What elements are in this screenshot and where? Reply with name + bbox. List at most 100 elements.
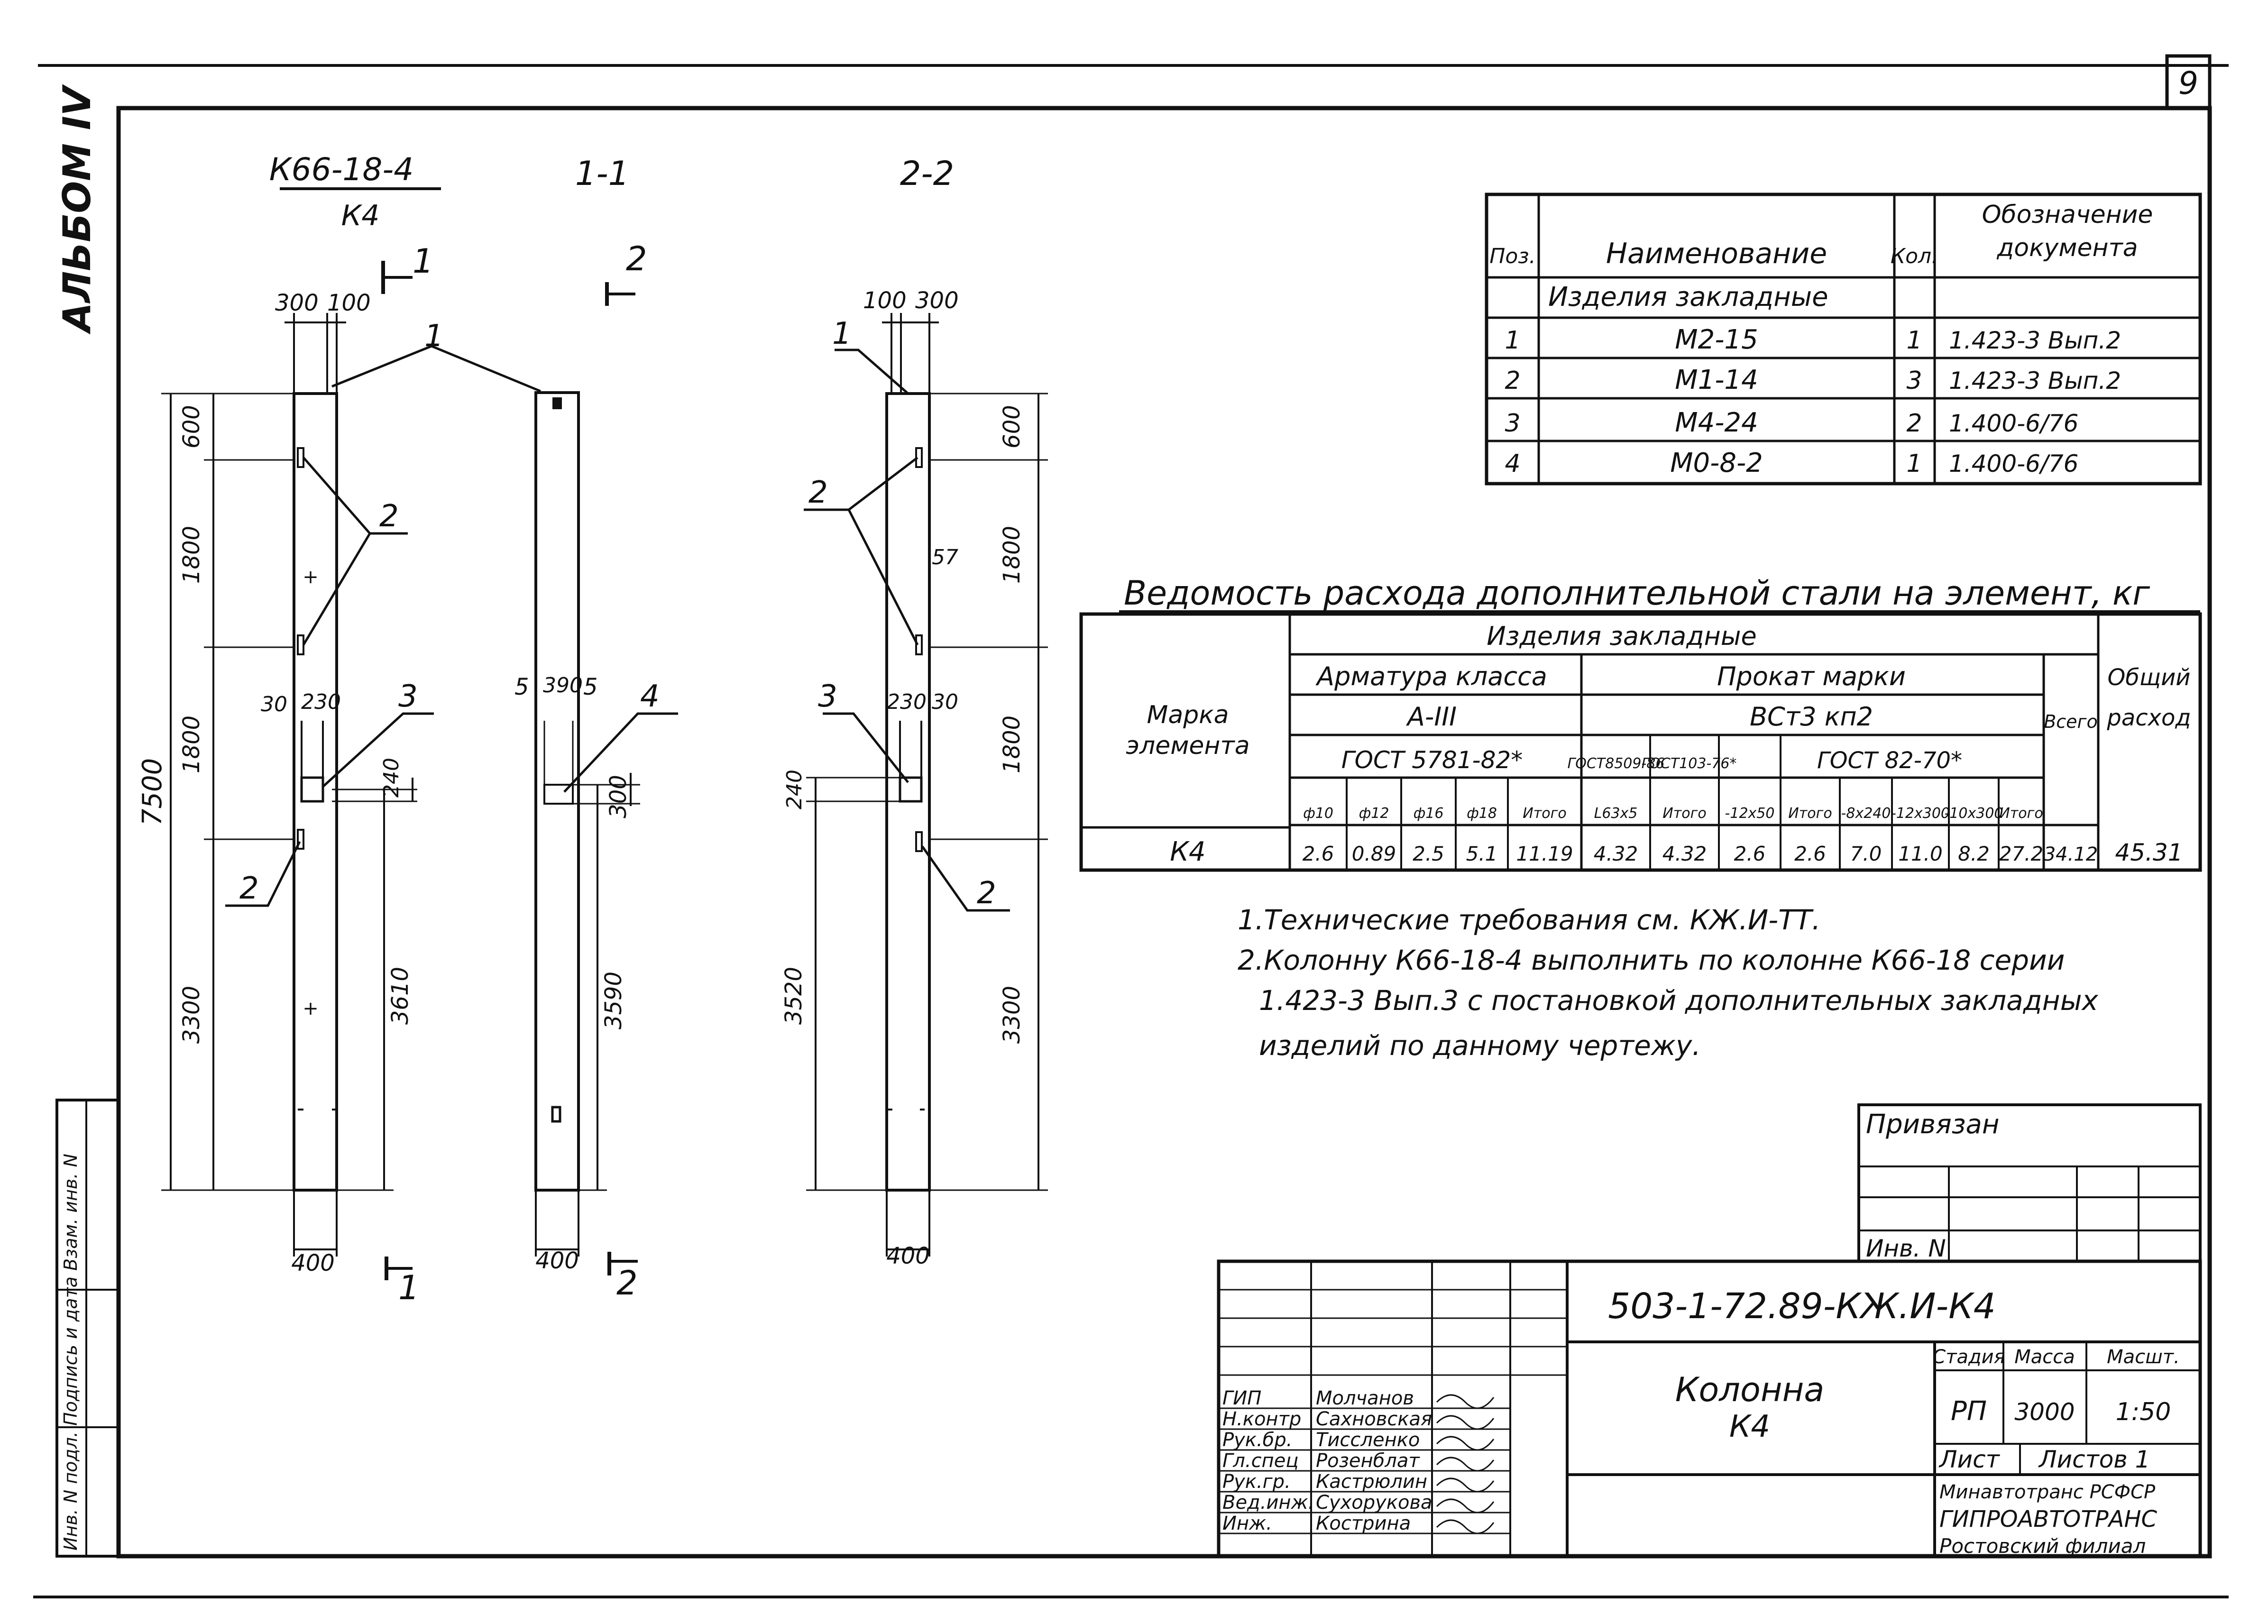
spec-header-doc-2: документа xyxy=(1996,234,2138,262)
steel-row-value: 4.32 xyxy=(1662,842,1707,865)
svg-text:1: 1 xyxy=(424,319,444,354)
dim-sec2-3300: 3300 xyxy=(999,986,1025,1044)
staff-name: Кострина xyxy=(1316,1513,1411,1534)
spec-row-4-name: М0-8-2 xyxy=(1670,448,1763,478)
steel-row-value: 2.6 xyxy=(1734,842,1766,865)
spec-header-pos: Поз. xyxy=(1489,244,1535,268)
steel-profile-mark: ВСт3 кп2 xyxy=(1750,702,1873,732)
leader-4: 4 xyxy=(563,679,678,793)
leader-2-sec2: 2 xyxy=(804,457,919,646)
steel-row-value: 0.89 xyxy=(1352,842,1396,865)
staff-name: Молчанов xyxy=(1316,1387,1414,1409)
steel-row-general: 45.31 xyxy=(2115,839,2183,866)
dim-main-3300: 3300 xyxy=(178,986,205,1044)
steel-col-header: Итого xyxy=(1999,805,2043,822)
note-2: 2.Колонну К66-18-4 выполнить по колонне … xyxy=(1238,944,2065,976)
dim-sec2-3520: 3520 xyxy=(780,967,807,1025)
steel-col-header: -10х300 xyxy=(1944,805,2003,822)
steel-row-value: 2.5 xyxy=(1413,842,1444,865)
steel-row-total: 34.12 xyxy=(2044,844,2098,865)
svg-text:2: 2 xyxy=(626,239,647,278)
svg-text:4: 4 xyxy=(640,679,660,714)
steel-row-value: 8.2 xyxy=(1958,842,1990,865)
staff-name: Розенблат xyxy=(1316,1450,1420,1472)
steel-profile-header: Прокат марки xyxy=(1717,661,1906,691)
staff-role: ГИП xyxy=(1222,1387,1261,1409)
staff-name: Сахновская xyxy=(1316,1408,1432,1430)
steel-items-header: Изделия закладные xyxy=(1487,621,1756,651)
stamp-stage-header: Стадия xyxy=(1932,1346,2005,1368)
dim-main-3610: 3610 xyxy=(387,967,413,1025)
spec-row-1-pos: 1 xyxy=(1505,326,1520,355)
spec-row-3-pos: 3 xyxy=(1505,409,1520,438)
spec-row-1-qty: 1 xyxy=(1906,326,1922,355)
steel-mark-header-1: Марка xyxy=(1147,701,1229,729)
stamp-mass-header: Масса xyxy=(2014,1346,2075,1368)
steel-row-mark: К4 xyxy=(1170,836,1205,867)
spec-row-2-name: М1-14 xyxy=(1675,365,1758,395)
svg-text:+: + xyxy=(303,998,319,1019)
dim-sec2-230: 230 xyxy=(887,690,927,714)
steel-gost-b: ГОСТ103-76* xyxy=(1642,755,1737,772)
dim-sec2-600: 600 xyxy=(999,405,1025,449)
binding-inv: Инв. N xyxy=(1866,1235,1946,1262)
dim-main-30: 30 xyxy=(261,692,287,716)
stamp-sheets: Листов 1 xyxy=(2038,1446,2150,1473)
dim-sec1-400: 400 xyxy=(535,1248,579,1274)
staff-role: Рук.гр. xyxy=(1222,1471,1291,1493)
steel-col-header: -12х50 xyxy=(1725,805,1775,822)
steel-general-header-1: Общий xyxy=(2108,664,2191,691)
steel-gost-c: ГОСТ 82-70* xyxy=(1817,747,1962,774)
signature xyxy=(1436,1415,1495,1430)
signature xyxy=(1436,1436,1495,1451)
column-main: + + xyxy=(285,313,346,1257)
steel-col-header: Итого xyxy=(1788,805,1832,822)
svg-text:3: 3 xyxy=(818,679,837,714)
svg-text:1: 1 xyxy=(832,316,852,351)
leader-3-sec2: 3 xyxy=(818,679,909,783)
section-1-title: 1-1 xyxy=(575,154,629,193)
spec-row-1-doc: 1.423-3 Вып.2 xyxy=(1949,327,2121,354)
svg-text:2: 2 xyxy=(239,871,259,906)
sheet-number: 9 xyxy=(2178,65,2198,101)
steel-row-value: 11.0 xyxy=(1898,842,1943,865)
steel-rebar-gost: ГОСТ 5781-82* xyxy=(1341,746,1523,774)
leader-1: 1 xyxy=(331,319,541,393)
steel-row-value: 4.32 xyxy=(1594,842,1638,865)
column-section-2 xyxy=(806,313,1048,1257)
steel-table-columns: ф102.6ф120.89ф162.5ф185.1Итого11.19L63х5… xyxy=(1303,654,2043,870)
spec-row-2-pos: 2 xyxy=(1505,367,1520,395)
stamp-sheet: Лист xyxy=(1938,1446,2001,1473)
staff-name: Кастрюлин xyxy=(1316,1471,1427,1493)
steel-col-header: ф10 xyxy=(1303,805,1333,822)
side-stamp-text: Инв. N подл. Подпись и дата Взам. инв. N xyxy=(60,1154,81,1551)
spec-group: Изделия закладные xyxy=(1548,282,1828,312)
dim-sec2-1800b: 1800 xyxy=(999,716,1025,773)
svg-text:2: 2 xyxy=(616,1264,638,1303)
note-4: изделий по данному чертежу. xyxy=(1259,1029,1701,1062)
spec-table xyxy=(1485,193,2202,486)
spec-row-4-pos: 4 xyxy=(1505,450,1520,478)
spec-header-doc-1: Обозначение xyxy=(1982,201,2153,229)
note-3: 1.423-3 Вып.3 с постановкой дополнительн… xyxy=(1259,984,2098,1017)
main-dimension-chain xyxy=(161,393,417,1191)
svg-text:+: + xyxy=(303,566,319,588)
steel-total-header: Всего xyxy=(2044,711,2098,732)
staff-role: Рук.бр. xyxy=(1222,1429,1292,1451)
staff-name: Тиссленко xyxy=(1316,1429,1420,1451)
stamp-code: 503-1-72.89-КЖ.И-К4 xyxy=(1608,1286,1996,1327)
steel-row-value: 11.19 xyxy=(1516,842,1573,865)
steel-col-header: ф18 xyxy=(1467,805,1497,822)
spec-row-2-qty: 3 xyxy=(1906,367,1922,395)
svg-text:1: 1 xyxy=(398,1268,420,1307)
steel-col-header: ф12 xyxy=(1359,805,1389,822)
dim-main-1800a: 1800 xyxy=(178,526,205,584)
steel-row-value: 7.0 xyxy=(1850,842,1882,865)
stamp-org-1: Минавтотранс РСФСР xyxy=(1939,1481,2156,1503)
svg-text:2: 2 xyxy=(379,499,399,534)
steel-col-header: -12х300 xyxy=(1891,805,1950,822)
dim-sec1-3590: 3590 xyxy=(600,972,627,1029)
section-marker-2-bottom: 2 xyxy=(607,1252,638,1303)
